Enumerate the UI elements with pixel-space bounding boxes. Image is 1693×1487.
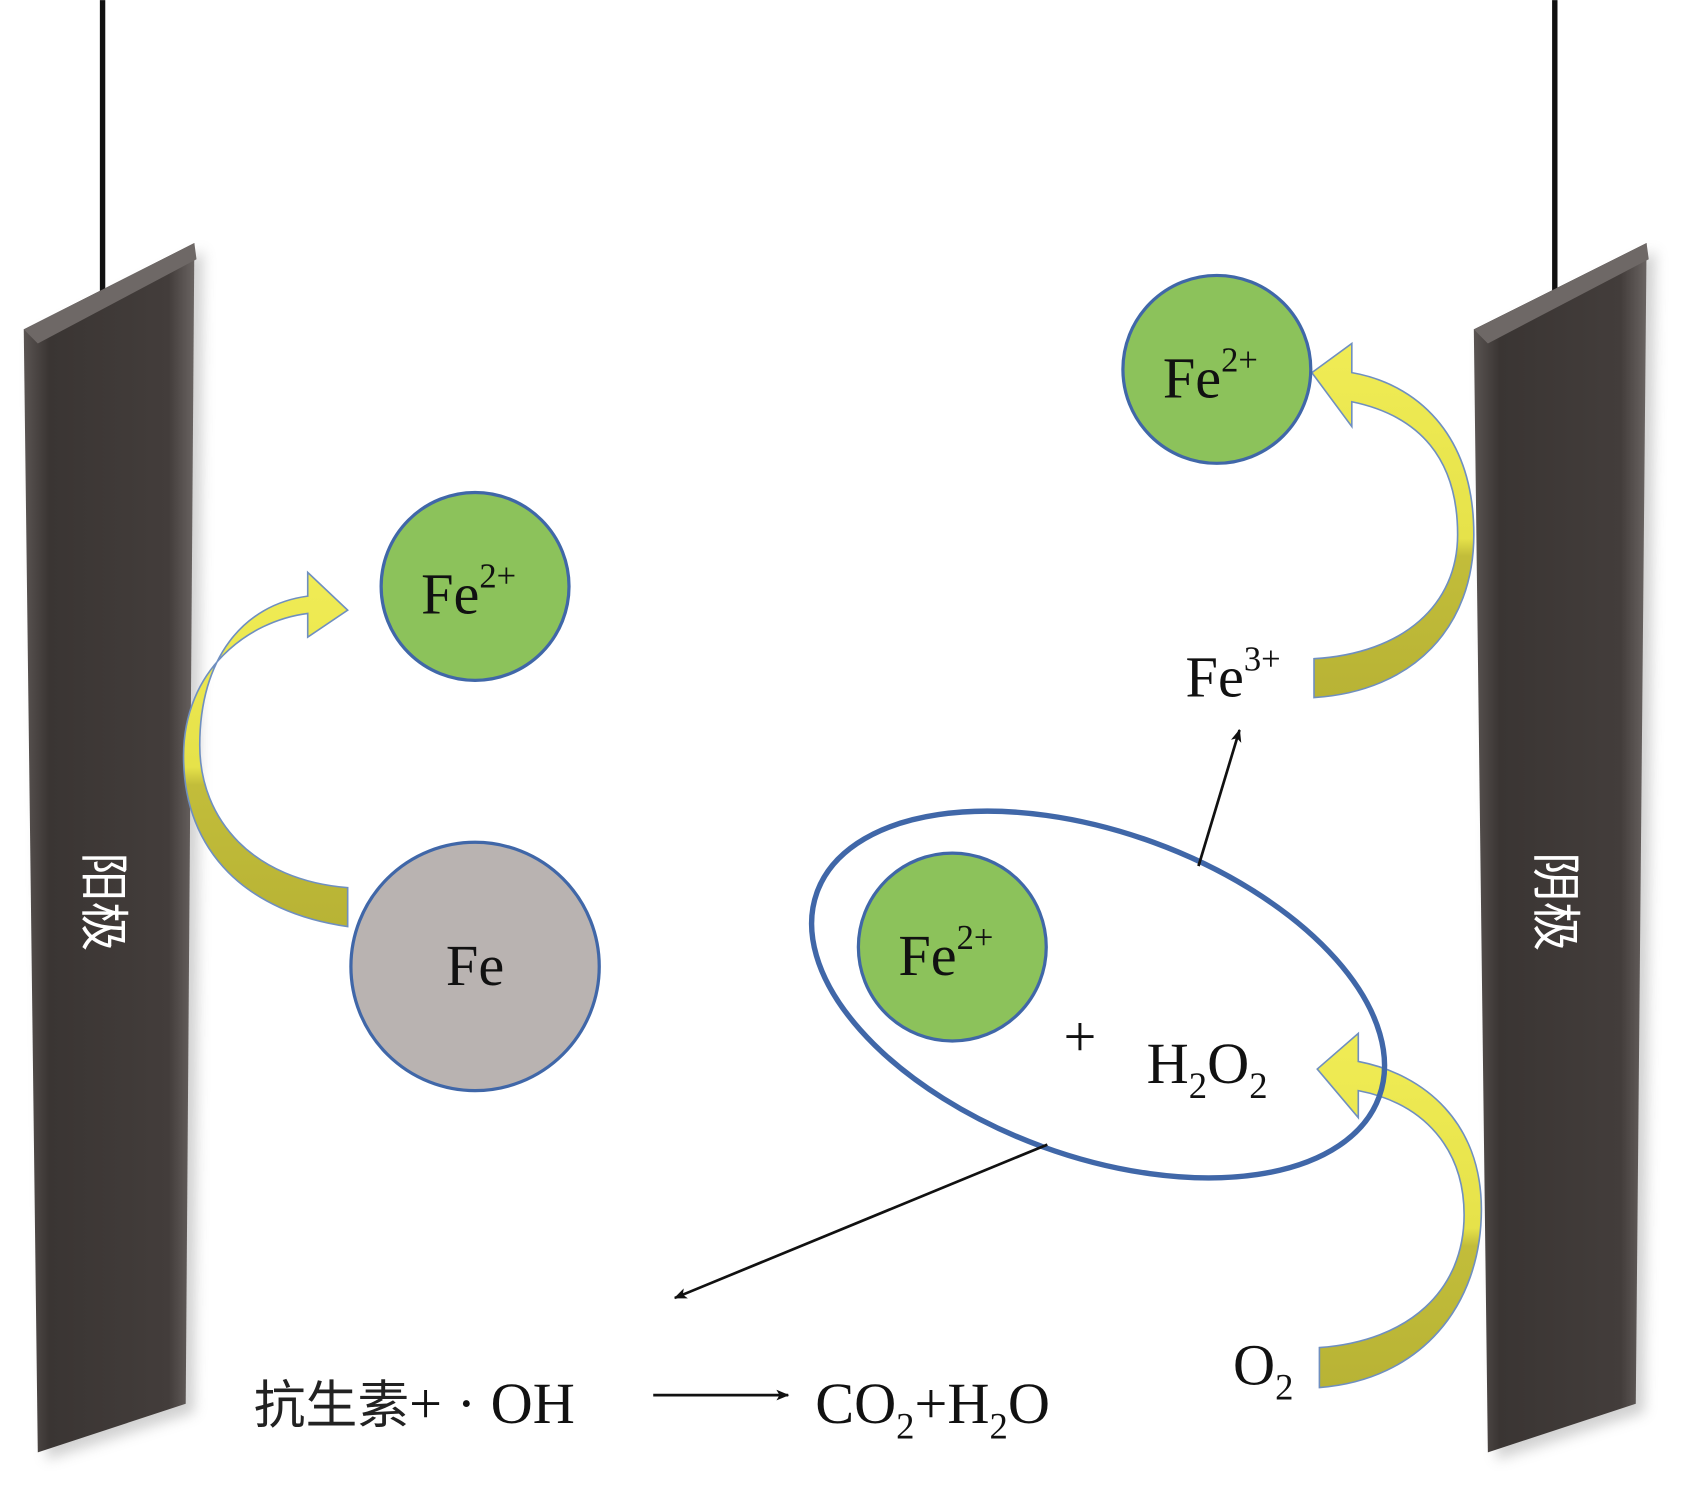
o2-label: O2 [1233,1332,1293,1407]
fe2-ion-left: Fe2+ [379,490,571,682]
fe3-label: Fe3+ [1186,641,1281,710]
reaction-products: CO2+H2O [815,1371,1050,1446]
cathode-electrode: 阴极 [1473,243,1656,1460]
curved-arrow-fe3-to-fe2 [1310,341,1475,699]
fenton-reaction-ellipse [808,808,1388,1181]
svg-text:Fe2+: Fe2+ [898,919,993,988]
fe2-ion-top-right: Fe2+ [1121,273,1313,465]
cathode-label: 阴极 [1527,852,1585,951]
svg-text:Fe: Fe [446,933,504,998]
curved-arrow-o2-to-h2o2 [1316,1031,1483,1389]
fe-metal: Fe [349,840,601,1093]
reaction-reactants: 抗生素+ · OH [254,1371,575,1436]
anode-label: 阳极 [74,852,132,951]
curved-arrow-fe-to-fe2 [182,570,349,928]
fe2-ion-ellipse: Fe2+ [856,851,1048,1043]
arrow-to-fe3 [1197,728,1242,867]
h2o2-label: H2O2 [1147,1031,1268,1106]
plus-sign: + [1064,1004,1097,1069]
svg-text:Fe2+: Fe2+ [1163,342,1258,411]
anode-electrode: 阳极 [23,243,203,1460]
arrow-to-oh [673,1143,1048,1300]
svg-text:Fe2+: Fe2+ [421,557,516,626]
